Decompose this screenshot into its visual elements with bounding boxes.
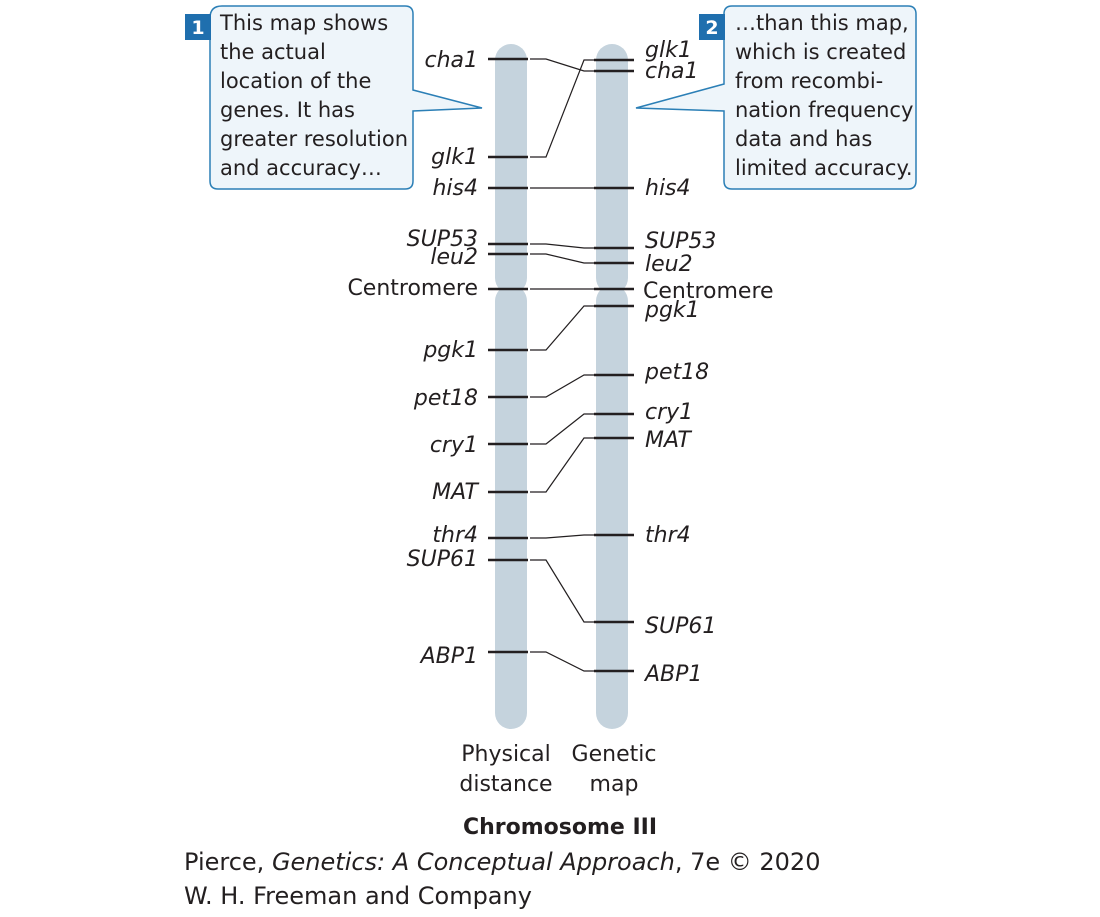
connector-sup53 — [530, 243, 594, 249]
genetic-label-sup61: SUP61 — [645, 614, 716, 639]
physical-label-cry1: cry1 — [430, 433, 478, 458]
credit-line: Pierce, Genetics: A Conceptual Approach,… — [184, 848, 820, 876]
genetic-map-label-line-2: map — [590, 772, 639, 797]
physical-ticks — [488, 57, 528, 654]
credit-edition: , 7e © 2020 — [674, 848, 821, 876]
credit-book-title: Genetics: A Conceptual Approach — [271, 848, 675, 876]
physical-label-sup53: SUP53 — [407, 227, 478, 252]
physical-gene-labels: cha1 glk1 his4 SUP53 leu2 Centromere pgk… — [347, 48, 479, 669]
genetic-label-abp1: ABP1 — [643, 662, 702, 687]
genetic-map-label-line-1: Genetic — [572, 742, 657, 767]
connector-cry1 — [530, 413, 594, 445]
callout-1-line-4: genes. It has — [220, 98, 355, 122]
genetic-gene-labels: glk1 cha1 his4 SUP53 leu2 Centromere pgk… — [643, 38, 774, 687]
connector-pgk1 — [530, 305, 594, 351]
genetic-label-centromere: Centromere — [643, 279, 774, 304]
genetic-chromosome — [596, 44, 628, 729]
physical-chromosome — [495, 44, 527, 729]
connector-glk1 — [530, 59, 594, 158]
callout-1-line-5: greater resolution — [220, 127, 408, 151]
callout-2-line-4: nation frequency — [735, 98, 913, 122]
credit-publisher: W. H. Freeman and Company — [184, 882, 532, 910]
genetic-label-glk1: glk1 — [645, 38, 692, 63]
genetic-label-leu2: leu2 — [645, 252, 693, 277]
physical-map-label-line-2: distance — [459, 772, 552, 797]
credit-author: Pierce, — [184, 848, 272, 876]
chromosome-title: Chromosome III — [463, 815, 657, 840]
connector-sup61 — [530, 559, 594, 623]
genetic-label-cha1: cha1 — [645, 59, 699, 84]
callout-2-line-6: limited accuracy. — [735, 156, 913, 180]
callout-2-badge — [699, 14, 725, 40]
connector-thr4 — [530, 534, 594, 539]
physical-label-leu2: leu2 — [430, 245, 478, 270]
callout-1-line-1: This map shows — [219, 11, 388, 35]
genetic-label-sup53: SUP53 — [645, 229, 716, 254]
callout-2-line-5: data and has — [735, 127, 872, 151]
callout-genetic: 2 …than this map, which is created from … — [635, 5, 917, 190]
callout-physical: 1 This map shows the actual location of … — [185, 5, 483, 190]
genetic-label-mat: MAT — [645, 428, 692, 453]
physical-label-centromere: Centromere — [347, 276, 478, 301]
genetic-label-thr4: thr4 — [645, 523, 691, 548]
genetic-label-pgk1: pgk1 — [644, 298, 700, 323]
genetic-label-his4: his4 — [645, 176, 691, 201]
callout-1-line-3: location of the — [220, 69, 371, 93]
connector-cha1 — [530, 58, 594, 72]
gene-connectors — [530, 58, 594, 672]
physical-label-sup61: SUP61 — [407, 547, 478, 572]
physical-label-pgk1: pgk1 — [422, 338, 478, 363]
connector-abp1 — [530, 651, 594, 672]
callout-2-line-2: which is created — [735, 40, 906, 64]
physical-label-glk1: glk1 — [431, 145, 478, 170]
connector-leu2 — [530, 253, 594, 264]
callout-1-badge — [185, 14, 211, 40]
callout-1-line-2: the actual — [220, 40, 326, 64]
physical-label-pet18: pet18 — [413, 386, 478, 411]
physical-label-abp1: ABP1 — [419, 644, 478, 669]
genetic-ticks — [594, 58, 634, 673]
callout-2-number: 2 — [705, 17, 718, 39]
genetic-label-pet18: pet18 — [644, 360, 709, 385]
physical-label-mat: MAT — [432, 480, 479, 505]
callout-2-line-3: from recombi- — [735, 69, 883, 93]
genetic-label-cry1: cry1 — [645, 400, 693, 425]
callout-1-line-6: and accuracy… — [220, 156, 382, 180]
physical-label-thr4: thr4 — [432, 523, 478, 548]
physical-label-cha1: cha1 — [424, 48, 478, 73]
physical-map-label-line-1: Physical — [461, 742, 551, 767]
callout-1-number: 1 — [191, 17, 204, 39]
connector-mat — [530, 437, 594, 493]
physical-label-his4: his4 — [432, 176, 478, 201]
connector-pet18 — [530, 374, 594, 398]
callout-2-line-1: …than this map, — [735, 11, 909, 35]
